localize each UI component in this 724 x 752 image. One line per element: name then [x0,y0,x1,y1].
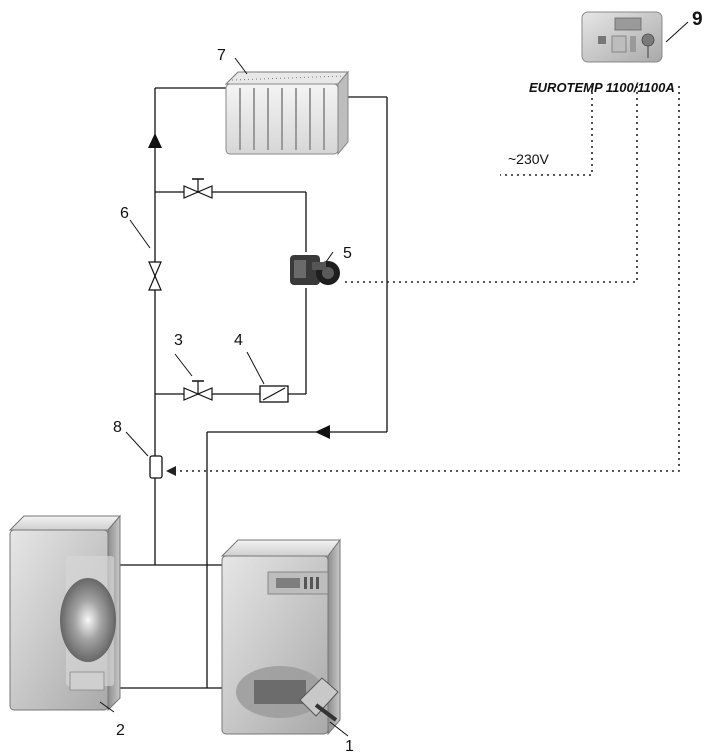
flow-arrow-left [315,425,330,439]
flow-arrow-up [148,133,162,148]
power-supply-label: ~230V [508,151,550,167]
label-pump: 5 [343,245,352,262]
flow-meter-icon [259,385,289,403]
storage-tank-icon [8,514,122,712]
leader-lines [99,21,689,737]
radiator-icon [224,70,350,156]
label-controller: 9 [692,9,703,30]
control-wiring [168,86,680,472]
temperature-sensor-icon [149,455,163,479]
valve-upper-branch [183,178,213,199]
label-valve-lower: 3 [174,332,183,349]
label-storage-tank: 2 [116,722,125,739]
sensor-signal-arrow [166,466,176,476]
boiler-icon [220,538,341,736]
circulation-pump-icon [290,255,340,285]
valve-main-riser [148,261,162,291]
label-sensor: 8 [113,419,122,436]
label-flow-meter: 4 [234,332,243,349]
controller-name: EUROTEMP 1100/1100A [529,80,675,95]
label-valve-upper: 6 [120,205,129,222]
valve-lower-branch [183,380,213,401]
label-boiler: 1 [345,738,354,752]
controller-unit-icon [581,11,663,63]
label-radiator: 7 [217,47,226,64]
